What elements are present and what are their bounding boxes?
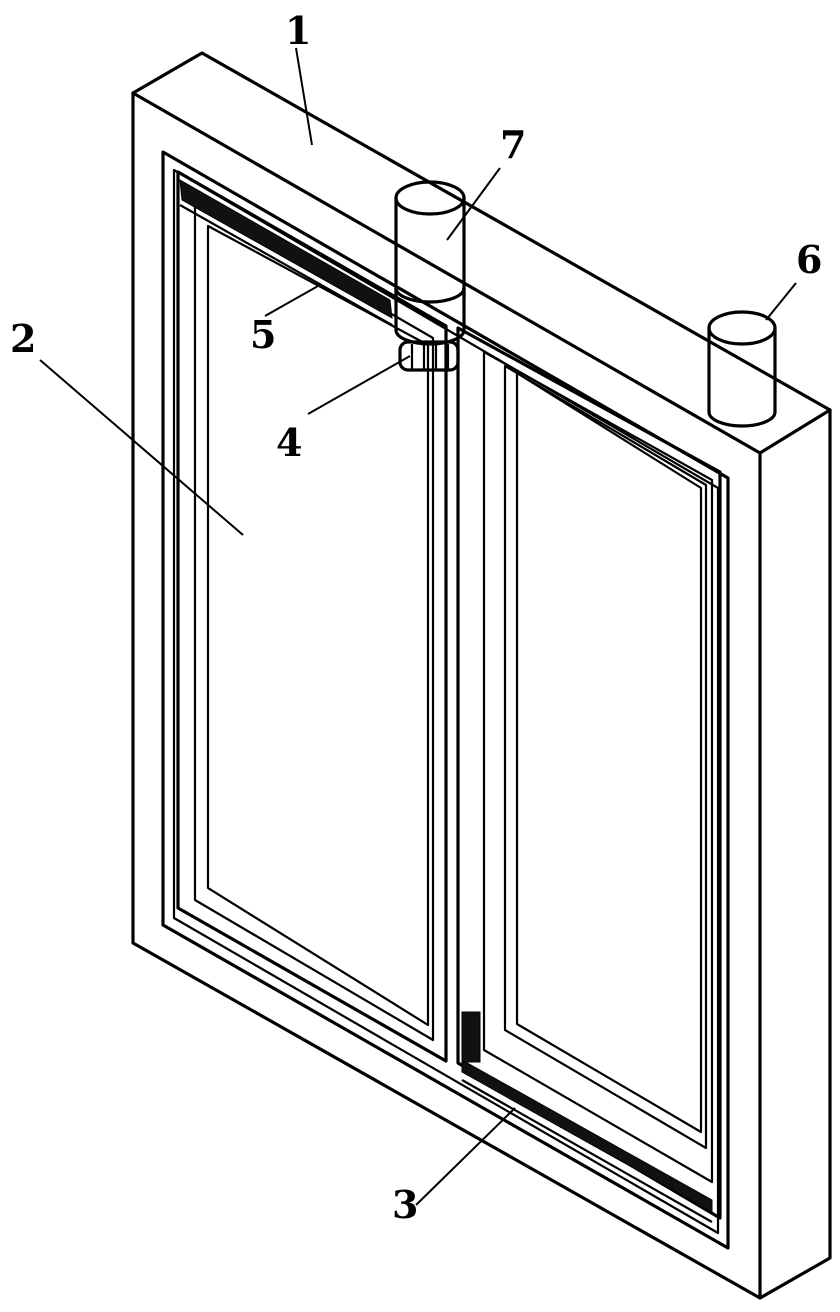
top-rack bbox=[179, 179, 393, 326]
gear bbox=[398, 340, 460, 372]
label-motor: 7 bbox=[500, 122, 526, 167]
label-frame: 1 bbox=[285, 8, 311, 53]
motor-cylinder bbox=[394, 180, 466, 346]
label-gear: 4 bbox=[276, 420, 302, 465]
outer-frame bbox=[131, 51, 832, 1300]
label-top-rack: 5 bbox=[250, 312, 276, 357]
label-bottom-rack: 3 bbox=[392, 1182, 418, 1227]
post-cylinder bbox=[707, 310, 777, 428]
leader-lines bbox=[39, 47, 797, 1206]
right-sash bbox=[456, 326, 722, 1220]
bottom-rack bbox=[461, 1011, 713, 1223]
label-sash: 2 bbox=[10, 316, 36, 361]
label-post: 6 bbox=[796, 237, 822, 282]
